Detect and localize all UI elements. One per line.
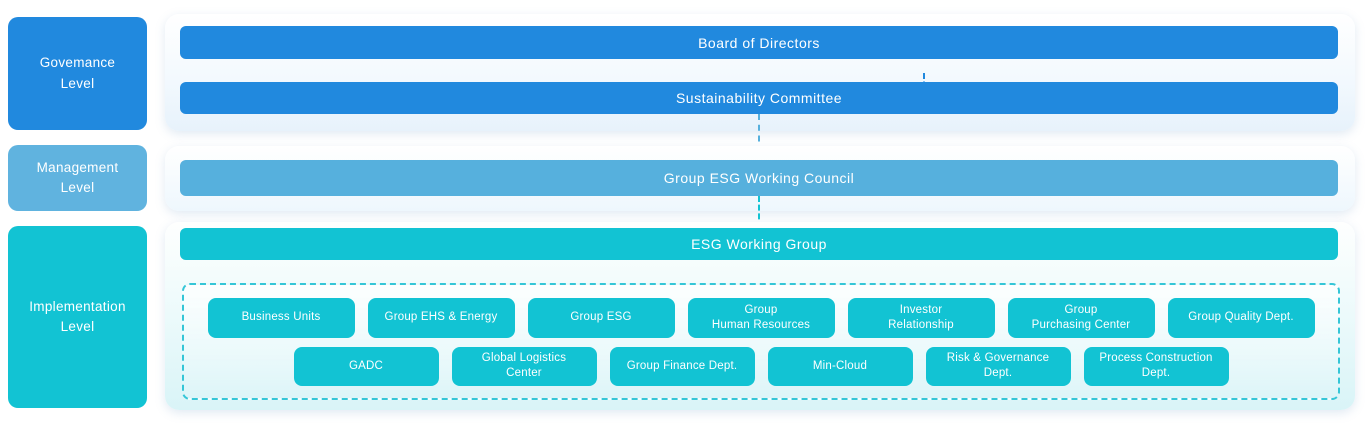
- department-node-investor-relationship: Investor Relationship: [848, 298, 995, 338]
- department-node-group-purchasing-center: Group Purchasing Center: [1008, 298, 1155, 338]
- department-node-group-human-resources: Group Human Resources: [688, 298, 835, 338]
- management-level-panel: Group ESG Working Council: [165, 146, 1355, 211]
- department-node-group-ehs-energy: Group EHS & Energy: [368, 298, 515, 338]
- departments-panel: Business Units Group EHS & Energy Group …: [182, 283, 1340, 400]
- governance-level-panel: Board of Directors Sustainability Commit…: [165, 14, 1355, 131]
- departments-row-1: Business Units Group EHS & Energy Group …: [194, 298, 1328, 338]
- departments-row-2: GADC Global Logistics Center Group Finan…: [194, 347, 1328, 386]
- level-label-management: Management Level: [8, 145, 147, 211]
- level-label-implementation: Implementation Level: [8, 226, 147, 408]
- department-node-gadc: GADC: [294, 347, 439, 386]
- board-of-directors-node: Board of Directors: [180, 26, 1338, 59]
- level-label-governance: Govemance Level: [8, 17, 147, 130]
- department-node-group-esg: Group ESG: [528, 298, 675, 338]
- department-node-business-units: Business Units: [208, 298, 355, 338]
- department-node-risk-governance-dept: Risk & Governance Dept.: [926, 347, 1071, 386]
- implementation-level-panel: ESG Working Group Business Units Group E…: [165, 222, 1355, 410]
- department-node-process-construction-dept: Process Construction Dept.: [1084, 347, 1229, 386]
- department-node-min-cloud: Min-Cloud: [768, 347, 913, 386]
- department-node-global-logistics-center: Global Logistics Center: [452, 347, 597, 386]
- group-esg-working-council-node: Group ESG Working Council: [180, 160, 1338, 196]
- esg-working-group-node: ESG Working Group: [180, 228, 1338, 260]
- sustainability-committee-node: Sustainability Committee: [180, 82, 1338, 114]
- department-node-group-finance-dept: Group Finance Dept.: [610, 347, 755, 386]
- department-node-group-quality-dept: Group Quality Dept.: [1168, 298, 1315, 338]
